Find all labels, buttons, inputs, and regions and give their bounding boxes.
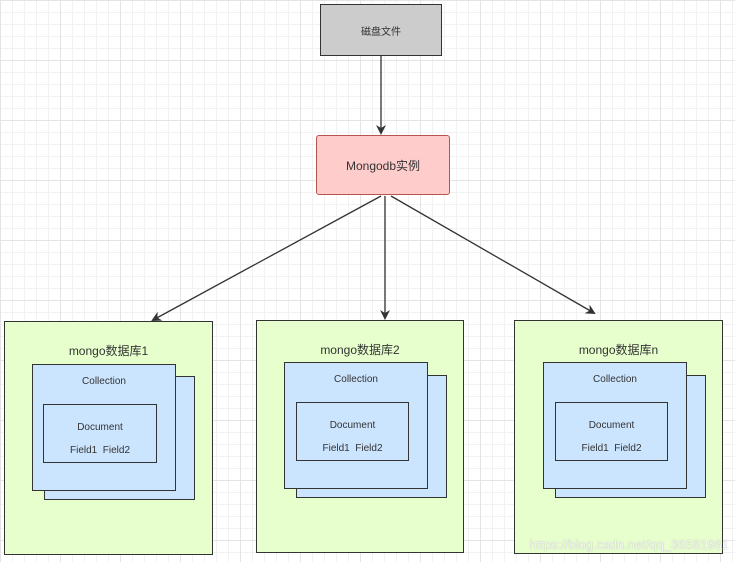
document-label: Document — [588, 420, 635, 431]
arrow-instance-to-db1 — [151, 195, 382, 321]
database-title: mongo数据库2 — [320, 343, 400, 357]
document-node: Document Field1 Field2 — [43, 404, 157, 463]
arrow-instance-to-dbn — [390, 195, 596, 314]
disk-file-label: 磁盘文件 — [361, 26, 401, 38]
collection-label: Collection — [82, 376, 126, 387]
document-fields: Field1 Field2 — [322, 443, 383, 454]
collection-node: Collection Document Field1 Field2 — [284, 362, 428, 489]
mongodb-instance-node: Mongodb实例 — [316, 135, 450, 195]
collection-label: Collection — [334, 374, 378, 385]
document-label: Document — [329, 420, 376, 431]
collection-label: Collection — [593, 374, 637, 385]
collection-node: Collection Document Field1 Field2 — [543, 362, 687, 489]
document-label: Document — [77, 422, 123, 433]
database-title: mongo数据库n — [578, 343, 659, 357]
document-fields: Field1 Field2 — [581, 443, 642, 454]
document-fields: Field1 Field2 — [69, 445, 131, 456]
database-title: mongo数据库1 — [68, 344, 149, 358]
disk-file-node: 磁盘文件 — [320, 4, 442, 56]
collection-node: Collection Document Field1 Field2 — [32, 364, 176, 491]
mongodb-instance-label: Mongodb实例 — [345, 158, 421, 173]
document-node: Document Field1 Field2 — [555, 402, 668, 461]
watermark-url: https://blog.csdn.net/qq_36581961 — [529, 537, 730, 552]
document-node: Document Field1 Field2 — [296, 402, 409, 461]
